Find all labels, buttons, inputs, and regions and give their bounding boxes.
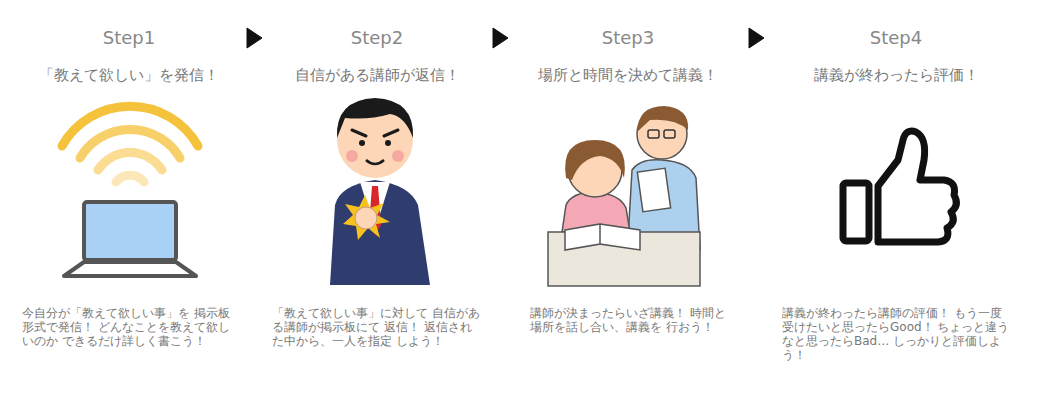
wifi-arc: [98, 152, 162, 170]
eye: [385, 140, 391, 146]
glow: [343, 195, 390, 240]
step-title: 「教えて欲しい」を発信！: [18, 63, 240, 87]
step-column: Step4 講義が終わったら評価！ 講義が終わったら講師の評価！ もう一度受けたいと…: [770, 22, 1022, 362]
step-label: Step2: [268, 22, 486, 54]
step-column: Step1 「教えて欲しい」を発信！ 今自分が「教えて欲しい事」を 掲示板形式で発信…: [18, 22, 240, 348]
step-label: Step4: [770, 22, 1022, 54]
step-description: 「教えて欲しい事」に対して 自信がある講師が掲示板にて 返信！ 返信された中から…: [268, 306, 486, 348]
laptop-screen: [84, 202, 176, 260]
suit: [330, 180, 430, 285]
book: [565, 224, 640, 250]
girl-hair: [565, 140, 625, 180]
lesson-illustration: [548, 106, 700, 286]
step-description: 講師が決まったらいざ講義！ 時間と場所を話し合い、講義を 行おう！: [514, 306, 742, 334]
step-description: 今自分が「教えて欲しい事」を 掲示板形式で発信！ どんなことを教えて欲しいのか …: [18, 306, 240, 348]
hair: [337, 98, 413, 138]
cheek: [346, 150, 358, 162]
step-arrow: [247, 28, 262, 48]
eyebrows: [352, 130, 398, 136]
step-column: Step2 自信がある講師が返信！ 「教えて欲しい事」に対して 自信がある講師が掲示…: [268, 22, 486, 348]
laptop-base: [64, 262, 196, 276]
step-title: 自信がある講師が返信！: [268, 63, 486, 87]
glasses: [648, 130, 659, 138]
step-title: 場所と時間を決めて講義！: [514, 63, 742, 87]
step-arrow: [493, 28, 508, 48]
cuff: [843, 183, 869, 241]
paper: [637, 168, 670, 212]
thumbs-up-icon: [843, 131, 956, 242]
lecturer-illustration: [330, 98, 430, 285]
mouth: [366, 160, 384, 164]
step-arrow: [749, 28, 764, 48]
hand: [878, 131, 956, 242]
step-label: Step1: [18, 22, 240, 54]
eye: [359, 140, 365, 146]
wifi-arc: [116, 175, 144, 182]
man-hair: [637, 106, 688, 132]
cheek: [392, 150, 404, 162]
glasses: [664, 130, 675, 138]
step-label: Step3: [514, 22, 742, 54]
wifi-laptop-illustration: [62, 106, 198, 276]
step-description: 講義が終わったら講師の評価！ もう一度受けたいと思ったらGood！ ちょっと違う…: [770, 306, 1022, 362]
step-title: 講義が終わったら評価！: [770, 63, 1022, 87]
step-column: Step3 場所と時間を決めて講義！ 講師が決まったらいざ講義！ 時間と場所を話し合…: [514, 22, 742, 334]
fist: [355, 207, 377, 229]
